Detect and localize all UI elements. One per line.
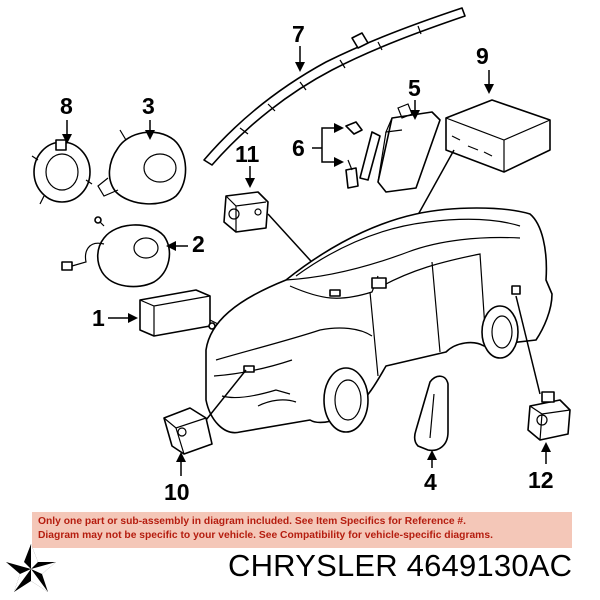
clockspring-part [31,139,93,205]
callout-4: 4 [424,469,437,495]
callout-1: 1 [92,305,105,331]
callout-3: 3 [142,93,155,119]
side-airbag-module-part [377,103,441,193]
airbag-control-module-part [445,99,551,173]
vehicle-outline [205,207,553,434]
callout-9: 9 [476,43,489,69]
side-impact-sensor-part [527,391,571,441]
callout-2: 2 [192,231,205,257]
callout-5: 5 [408,75,421,101]
chrysler-pentastar-icon [6,544,56,592]
steering-airbag-part [97,129,187,205]
callout-6: 6 [292,135,305,161]
part-number-caption: CHRYSLER 4649130AC [228,548,573,583]
disclaimer-banner: Only one part or sub-assembly in diagram… [32,512,572,548]
callout-8: 8 [60,93,73,119]
callout-12: 12 [528,467,554,493]
callout-10: 10 [164,479,190,505]
disclaimer-line-2: Diagram may not be specific to your vehi… [38,530,493,541]
pillar-airbag-part [413,375,449,452]
impact-sensor-part [223,191,269,233]
driver-airbag-part [61,216,171,288]
curtain-airbag-part [203,7,466,166]
front-impact-sensor-part [163,407,213,455]
seatbelt-sensor-part [345,121,381,189]
disclaimer-line-1: Only one part or sub-assembly in diagram… [38,516,467,527]
passenger-airbag-part [139,289,219,337]
callout-11: 11 [235,141,260,167]
callout-7: 7 [292,21,305,47]
